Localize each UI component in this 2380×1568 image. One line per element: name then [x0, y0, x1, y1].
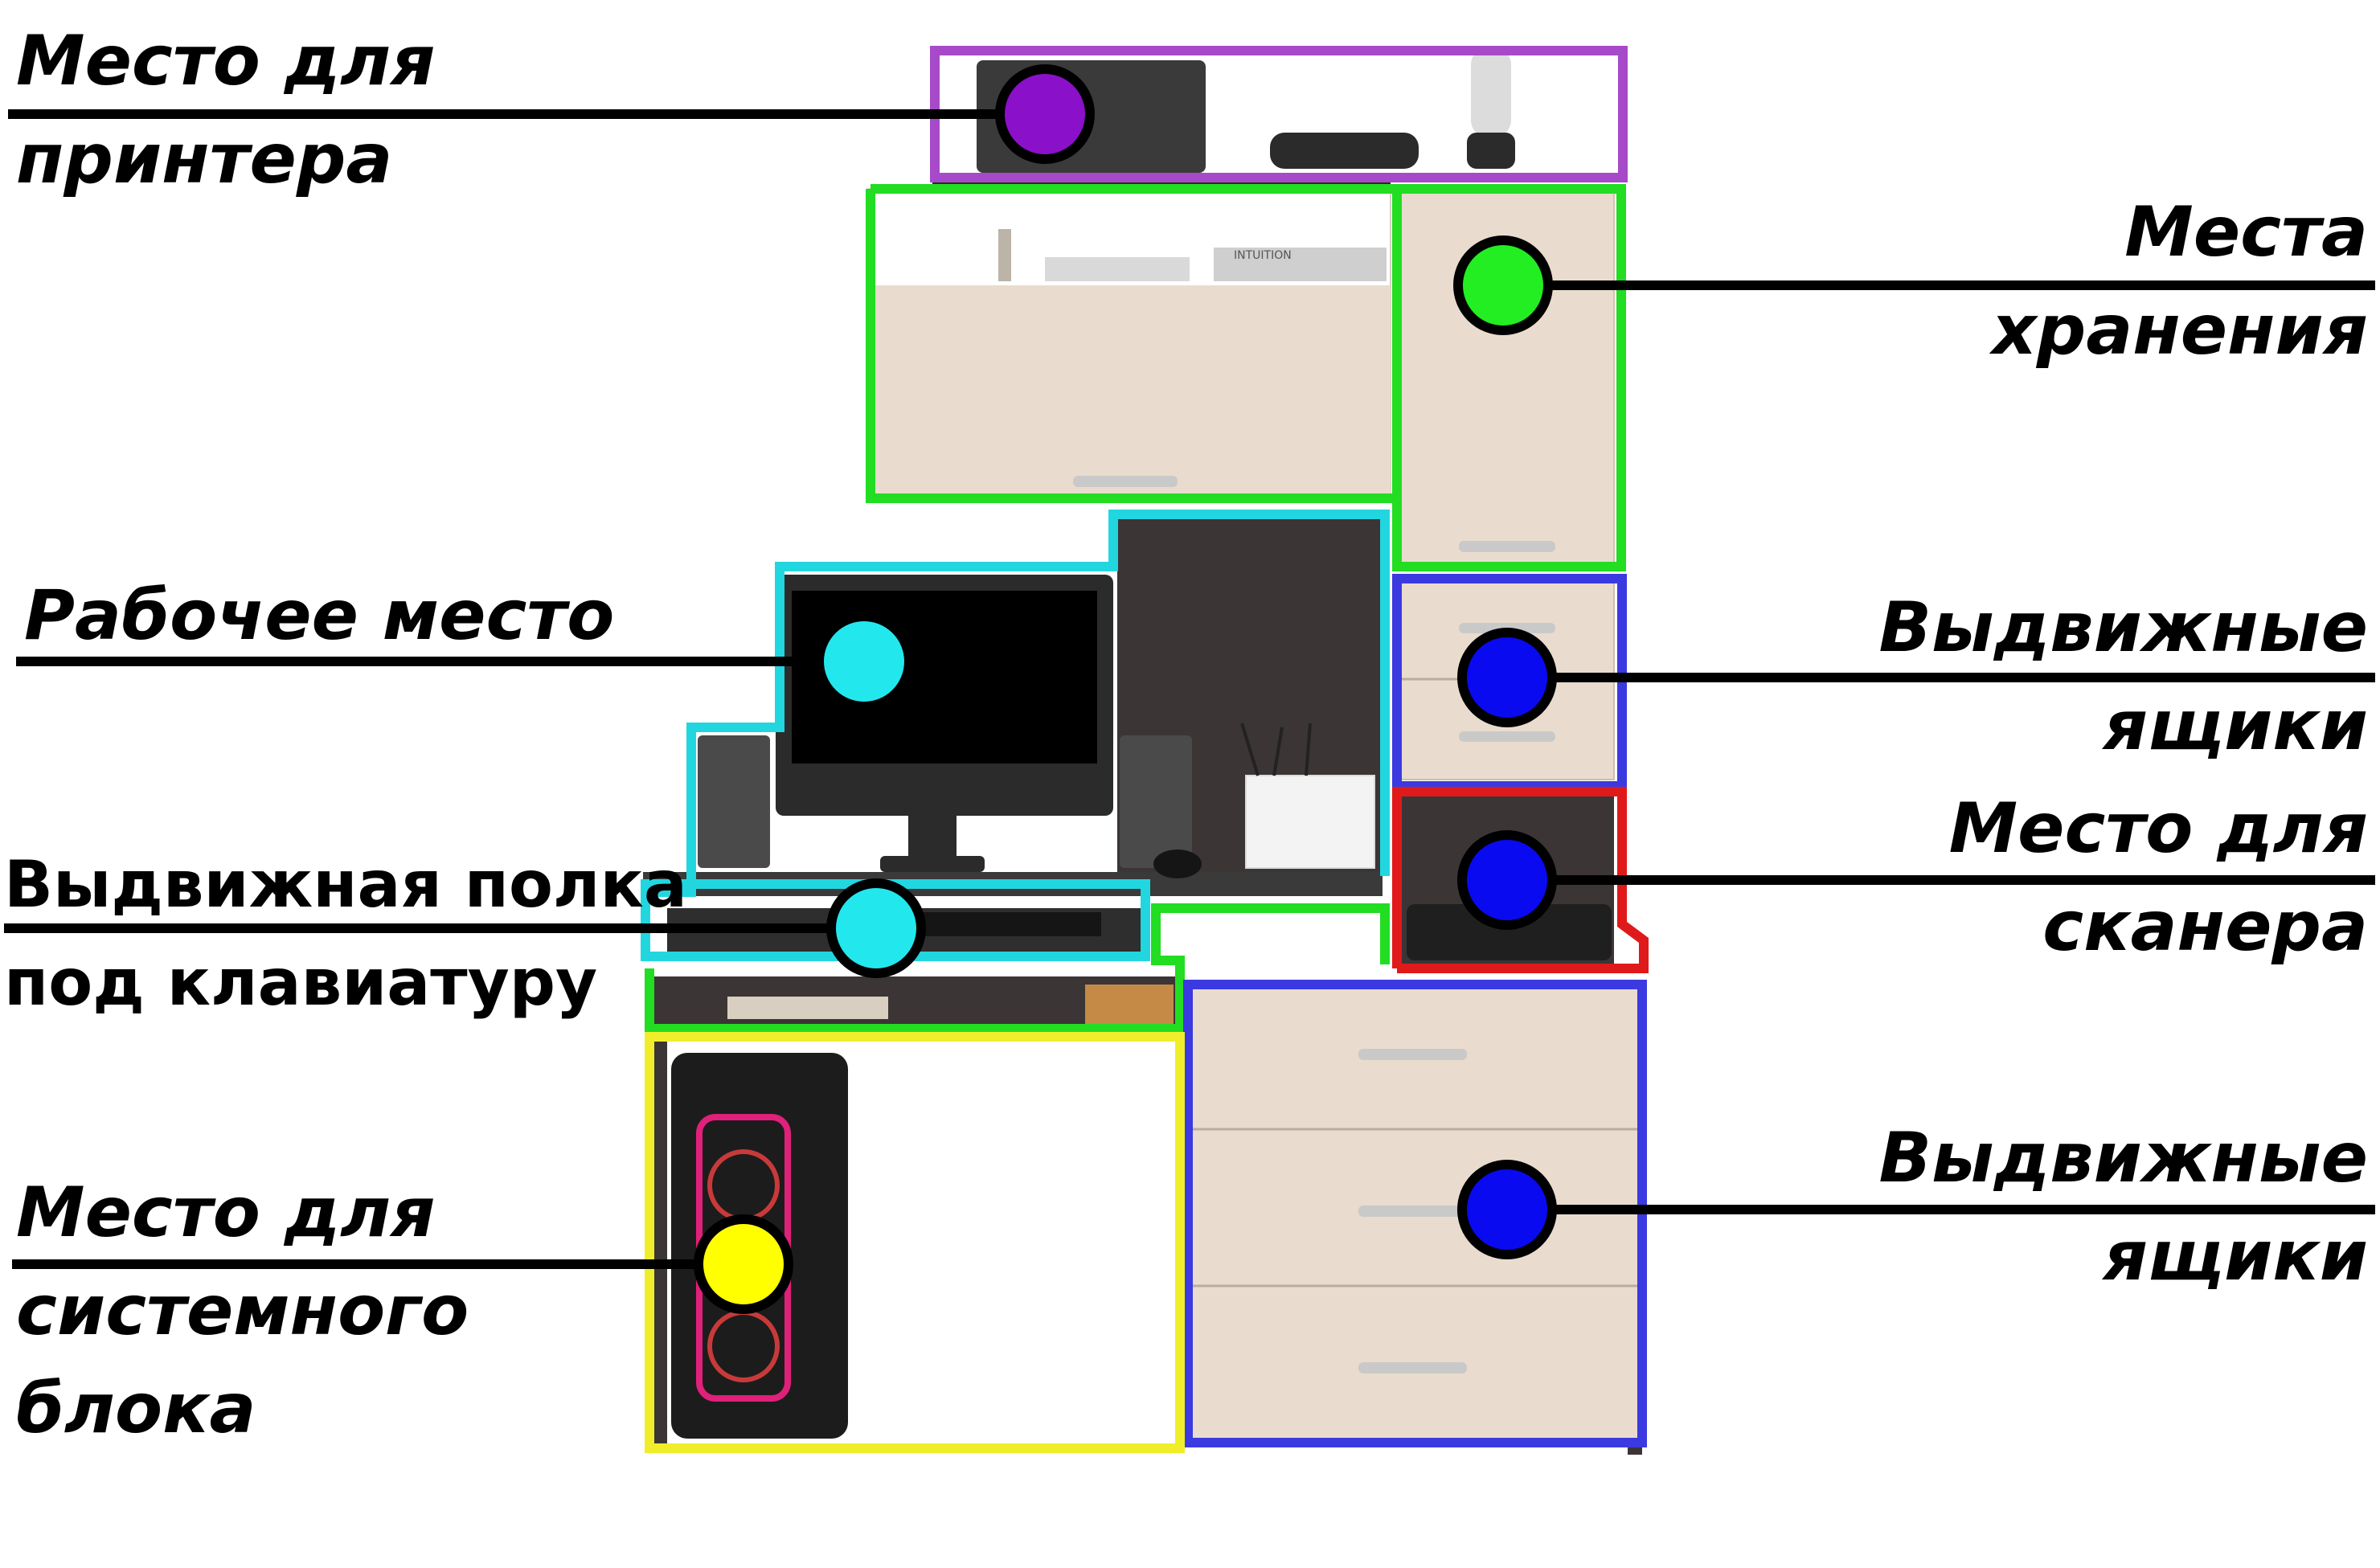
label-workplace-line: Рабочее место	[24, 575, 615, 656]
label-drawers-top: Выдвижные ящики	[1878, 579, 2368, 775]
label-drawers-bottom-line: Выдвижные	[1878, 1118, 2368, 1198]
label-printer-line: Место для	[16, 21, 436, 101]
label-scanner: Место для сканера	[1949, 780, 2368, 976]
upper-cabinet-handle	[1073, 476, 1178, 487]
lower-shelf-books	[727, 997, 888, 1019]
pen	[1272, 727, 1284, 776]
label-storage-line: хранения	[1992, 290, 2368, 371]
label-system-unit-line: блока	[16, 1369, 256, 1449]
pen	[1240, 723, 1260, 776]
monitor-stand	[908, 816, 957, 860]
book-spine-text: INTUITION	[1234, 249, 1292, 262]
small-drawer-handle	[1459, 731, 1555, 742]
label-drawers-top-line: ящики	[2103, 686, 2368, 766]
label-drawers-bottom-line: ящики	[2103, 1216, 2368, 1296]
label-storage: Места хранения	[1992, 183, 2368, 379]
label-keyboard-line: Выдвижная полка	[4, 847, 687, 922]
books	[1214, 248, 1387, 281]
scanner-marker-dot	[1457, 830, 1557, 930]
system-unit-marker-dot	[694, 1214, 793, 1314]
label-keyboard: Выдвижная полка под клавиатуру	[4, 836, 687, 1032]
label-storage-line: Места	[2124, 192, 2368, 272]
tall-cabinet-handle	[1459, 541, 1555, 552]
storage-zone-outline	[866, 184, 1626, 571]
lower-shelf-box	[1085, 985, 1174, 1029]
label-system-unit-line: системного	[16, 1271, 469, 1351]
keyboard-marker-dot	[826, 878, 926, 978]
pen	[1305, 723, 1312, 776]
label-workplace: Рабочее место	[24, 567, 614, 665]
label-scanner-line: сканера	[2042, 886, 2368, 967]
lower-shelf-outline	[645, 903, 1390, 1034]
workplace-marker-dot	[814, 612, 914, 711]
label-drawers-top-line: Выдвижные	[1878, 587, 2368, 668]
scanner-zone-outline	[1392, 787, 1649, 973]
drawer-handle	[1358, 1049, 1467, 1060]
drawers-bottom-marker-dot	[1457, 1160, 1557, 1259]
label-scanner-line: Место для	[1948, 788, 2368, 869]
lamp	[1471, 48, 1511, 137]
label-system-unit-line: Место для	[16, 1173, 436, 1253]
label-printer-line: принтера	[16, 119, 393, 199]
label-printer: Место для принтера	[16, 12, 435, 208]
drawers-top-marker-dot	[1457, 628, 1557, 727]
scanner	[1407, 904, 1612, 960]
drawer-handle	[1358, 1206, 1467, 1217]
label-system-unit: Место для системного блока	[16, 1164, 469, 1458]
pen-holder	[1245, 775, 1375, 869]
label-drawers-bottom: Выдвижные ящики	[1878, 1109, 2368, 1305]
model-car	[1270, 133, 1419, 169]
bottle	[998, 229, 1011, 281]
keyboard	[900, 912, 1101, 936]
printer-marker-dot	[995, 64, 1095, 164]
lamp-base	[1467, 133, 1515, 169]
workplace-zone-outline	[655, 510, 1390, 897]
label-keyboard-line: под клавиатуру	[4, 945, 598, 1020]
right-speaker	[1120, 735, 1192, 868]
mouse	[1153, 850, 1202, 878]
storage-marker-dot	[1453, 235, 1553, 335]
upper-cabinet-door	[870, 285, 1391, 494]
drawer-handle	[1358, 1362, 1467, 1374]
books	[1045, 257, 1190, 281]
system-unit-zone-outline	[645, 1032, 1185, 1453]
monitor-base	[880, 856, 985, 872]
left-speaker	[698, 735, 770, 868]
